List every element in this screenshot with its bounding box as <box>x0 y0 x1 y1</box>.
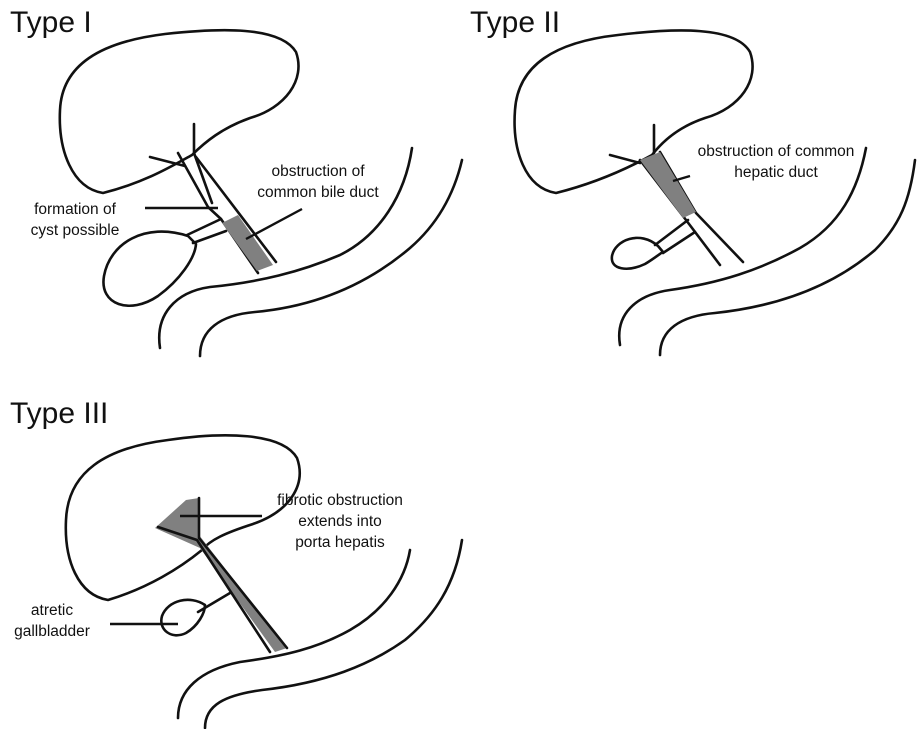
liver-outline-type-2 <box>515 30 753 193</box>
gallbladder-type-2 <box>612 238 663 269</box>
extrahepatic-duct-right-wall-type-3 <box>199 498 287 648</box>
duodenum-outer-wall-type-3 <box>205 540 462 728</box>
label-fibrotic-obstruction-line-3: porta hepatis <box>295 534 385 551</box>
label-cbd-obstruction-line-1: obstruction of <box>271 163 365 180</box>
panel-type-2: Type II obstruction of common hepatic du… <box>470 6 915 355</box>
label-cyst-line-1: formation of <box>34 201 117 218</box>
label-fibrotic-obstruction-line-1: fibrotic obstruction <box>277 492 403 509</box>
label-atretic-gallbladder-line-1: atretic <box>31 602 73 619</box>
panel-type-1: Type I obstruction of common bile duct f… <box>10 6 462 356</box>
chd-obstruction-fill-type-2 <box>640 152 696 218</box>
label-chd-obstruction-line-2: hepatic duct <box>734 164 818 181</box>
label-fibrotic-obstruction-line-2: extends into <box>298 513 382 530</box>
panel-title-type-2: Type II <box>470 6 560 39</box>
atretic-gallbladder-type-3 <box>161 600 205 635</box>
extrahepatic-duct-left-wall-type-3 <box>158 527 270 652</box>
label-cyst-line-2: cyst possible <box>31 222 120 239</box>
panel-title-type-3: Type III <box>10 397 108 430</box>
hepatic-duct-stubs-type-1 <box>150 124 212 203</box>
duodenum-inner-wall-type-3 <box>178 550 410 718</box>
common-bile-duct-right-wall-type-1 <box>196 157 276 262</box>
label-cbd-obstruction-line-2: common bile duct <box>257 184 379 201</box>
label-atretic-gallbladder-line-2: gallbladder <box>14 623 90 640</box>
label-chd-obstruction-line-1: obstruction of common <box>698 143 855 160</box>
gallbladder-type-1 <box>103 232 196 306</box>
leader-cbd-obstruction-type-1 <box>246 209 302 239</box>
panel-title-type-1: Type I <box>10 6 92 39</box>
duodenum-outer-wall-type-2 <box>660 160 915 355</box>
liver-outline-type-1 <box>60 30 299 193</box>
panel-type-3: Type III fibrotic obstruction extends in… <box>10 397 462 728</box>
